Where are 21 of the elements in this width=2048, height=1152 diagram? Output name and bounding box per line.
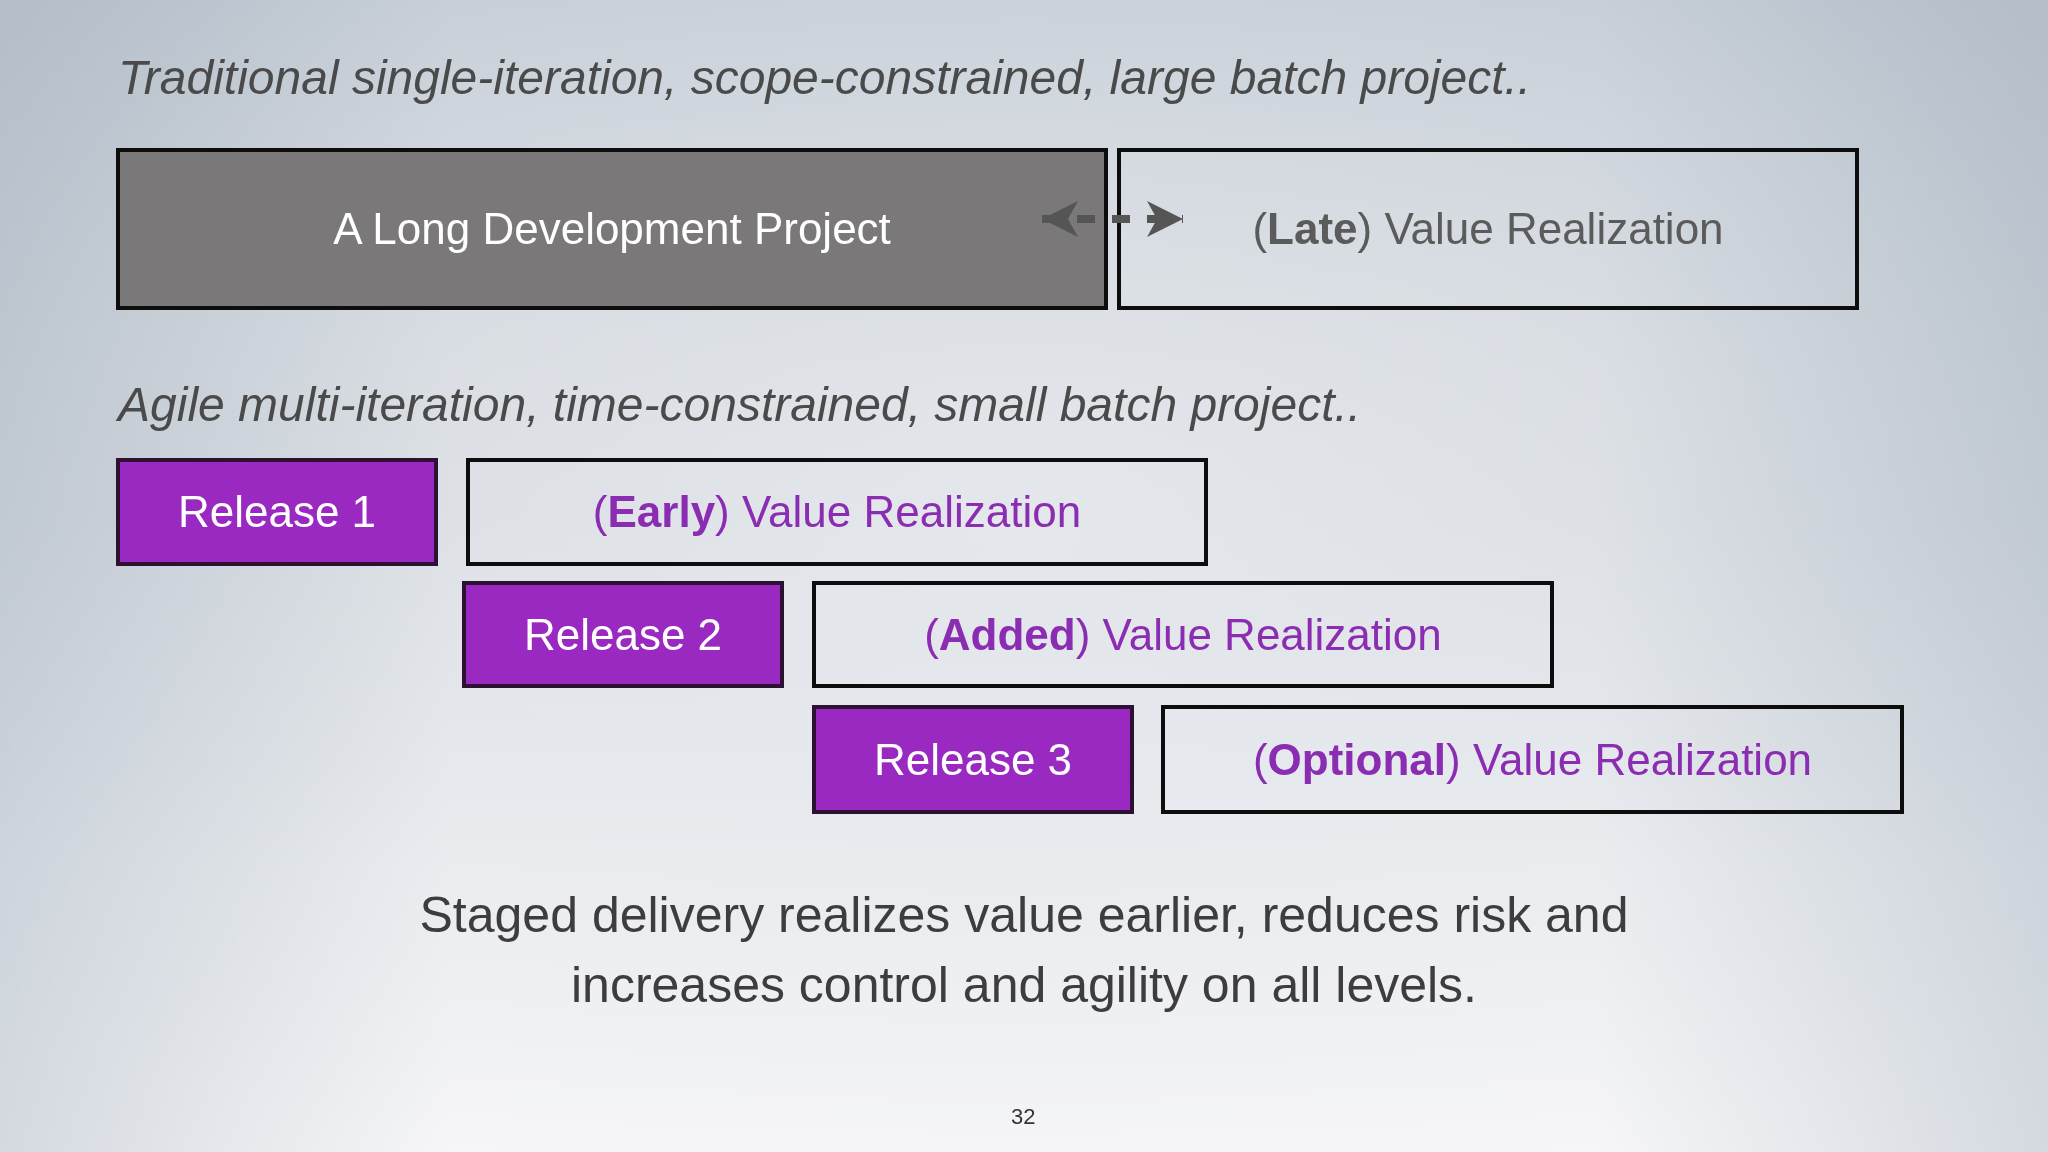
value-box (1117, 148, 1859, 310)
value-label: (Late) Value Realization (1252, 204, 1724, 254)
value-label: (Early) Value Realization (592, 487, 1082, 537)
value-box (1161, 705, 1904, 814)
section-heading: Traditional single-iteration, scope-constrained, large batch project.. (118, 50, 1532, 105)
value-box (812, 581, 1554, 688)
project-bar (116, 148, 1108, 310)
double-arrow (1042, 201, 1183, 237)
release-box (812, 705, 1134, 814)
section-heading: Agile multi-iteration, time-constrained, small batch project.. (118, 377, 1362, 432)
page-number: 32 (1011, 1104, 1036, 1130)
release-box (116, 458, 438, 566)
value-label: (Optional) Value Realization (1252, 734, 1813, 785)
release-label: Release 1 (177, 487, 377, 537)
value-box (466, 458, 1208, 566)
project-title: A Long Development Project (333, 204, 891, 254)
release-box (462, 581, 784, 688)
value-label: (Added) Value Realization (924, 609, 1442, 660)
release-label: Release 3 (873, 734, 1073, 785)
release-label: Release 2 (523, 609, 723, 660)
caption-text: Staged delivery realizes value earlier, reduces risk and increases control and agility on all levels. (418, 886, 1630, 1015)
